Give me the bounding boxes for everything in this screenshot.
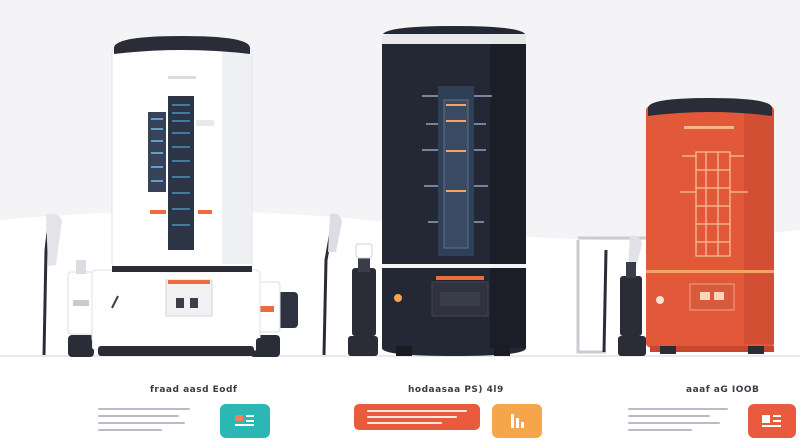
water-heater-white <box>42 36 298 357</box>
water-heater-orange <box>576 98 774 356</box>
caption-white-unit: fraad aasd Eodf <box>150 385 238 395</box>
control-panel-icon <box>511 414 524 428</box>
info-text-orange <box>628 408 728 436</box>
info-tile-teal <box>220 404 270 438</box>
info-tile-red <box>748 404 796 438</box>
cable-icon <box>602 249 608 353</box>
info-text-white <box>98 408 190 436</box>
info-tile-yellow <box>492 404 542 438</box>
water-heater-dark <box>322 26 526 356</box>
info-pill-red <box>354 404 480 430</box>
caption-orange-unit: aaaf aG IOOB <box>686 385 760 395</box>
control-panel-icon <box>762 415 781 427</box>
control-panel-icon <box>235 415 254 426</box>
caption-dark-unit: hodaasaa PS) 4l9 <box>408 385 504 395</box>
